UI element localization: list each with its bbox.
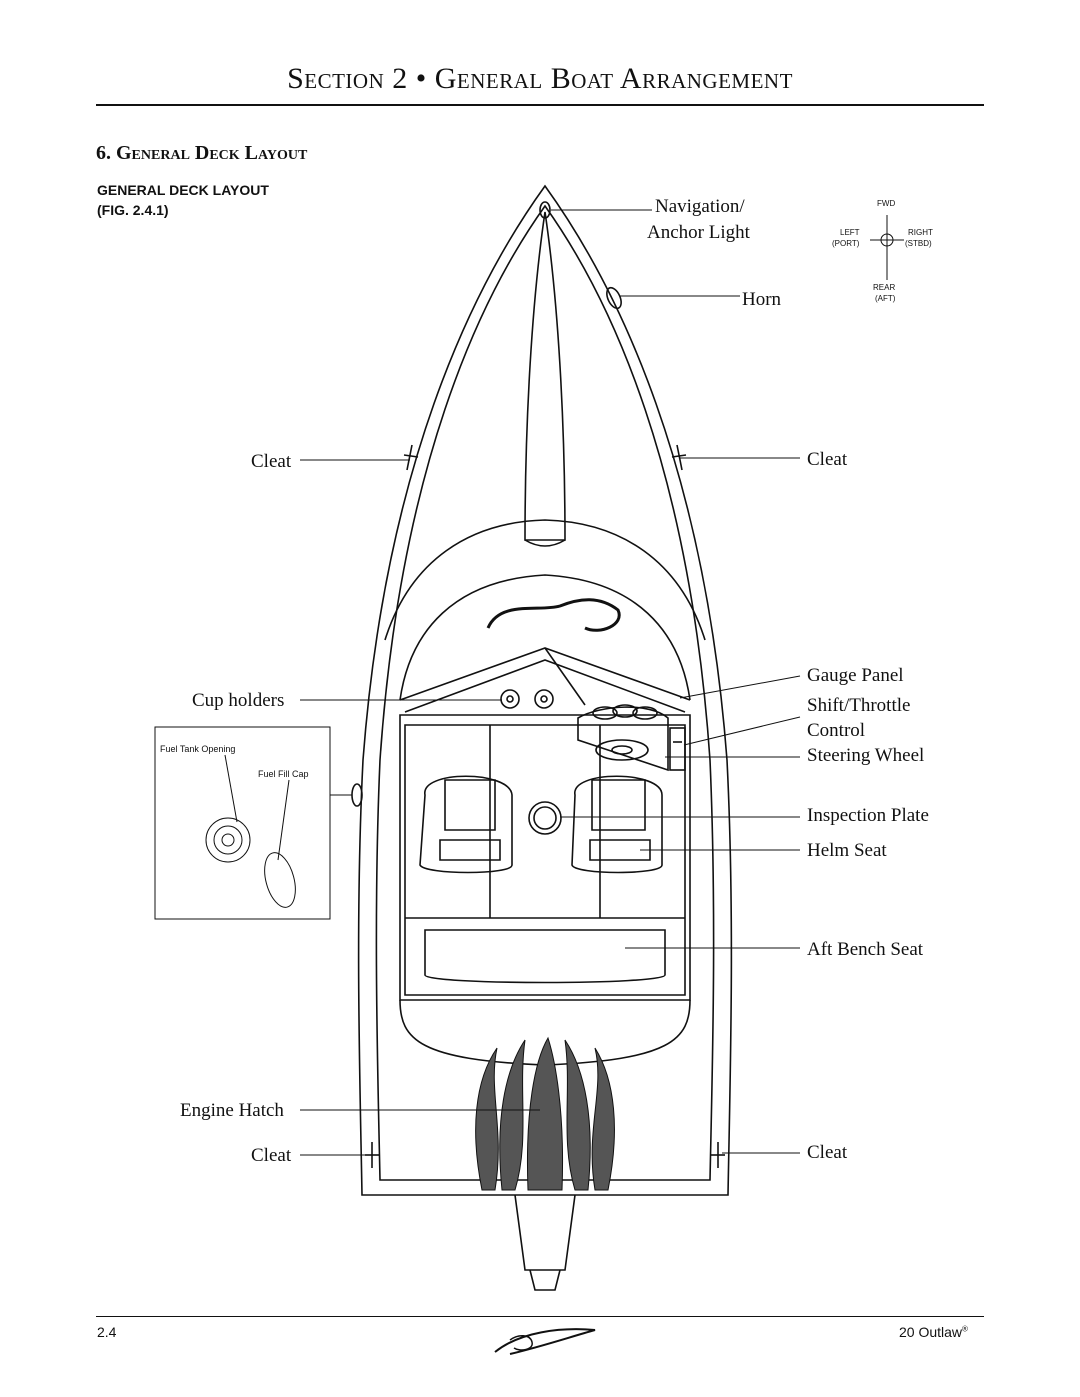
compass-rose [870, 215, 904, 280]
outdrive [514, 1194, 576, 1271]
registered-mark: ® [962, 1324, 968, 1334]
figure-label: GENERAL DECK LAYOUT (FIG. 2.4.1) [97, 180, 269, 220]
label-control: Control [807, 720, 866, 741]
figure-label-line1: GENERAL DECK LAYOUT [97, 182, 269, 198]
label-helm-seat: Helm Seat [807, 840, 887, 861]
compass-fwd: FWD [877, 199, 896, 208]
label-cup-holders: Cup holders [192, 690, 285, 711]
cleat-fwd-stbd [676, 444, 683, 471]
compass-stbd: (STBD) [905, 239, 932, 248]
label-cleat-aft-port: Cleat [251, 1145, 292, 1166]
bow-cockpit [384, 519, 706, 641]
label-horn: Horn [742, 289, 782, 310]
nav-light [539, 201, 551, 219]
label-navigation: Navigation/ [655, 196, 745, 217]
cup-holder-1 [500, 689, 520, 709]
aft-bench [424, 929, 666, 984]
baja-logo [494, 1328, 596, 1355]
fuel-fill [351, 783, 363, 807]
shift-throttle [669, 727, 686, 771]
label-cleat-aft-stbd: Cleat [807, 1142, 848, 1163]
label-cleat-fwd-port: Cleat [251, 451, 292, 472]
compass-rear: REAR [873, 283, 896, 292]
cockpit [399, 714, 691, 1001]
label-fuel-tank-opening: Fuel Tank Opening [160, 744, 236, 754]
subsection-title: 6. General Deck Layout [96, 142, 308, 164]
model-name: 20 Outlaw [899, 1324, 963, 1340]
label-inspection-plate: Inspection Plate [807, 805, 929, 826]
steering-wheel [595, 739, 649, 761]
figure-label-line2: (FIG. 2.4.1) [97, 202, 169, 218]
cleat-fwd-port [406, 444, 413, 471]
footer-rule [96, 1316, 984, 1317]
label-engine-hatch: Engine Hatch [180, 1100, 284, 1121]
label-cleat-fwd-stbd: Cleat [807, 449, 848, 470]
label-aft-bench-seat: Aft Bench Seat [807, 939, 924, 960]
label-shift-throttle: Shift/Throttle [807, 695, 911, 716]
leader-lines [300, 209, 801, 1156]
label-anchor-light: Anchor Light [647, 222, 750, 243]
bow-deck [524, 211, 566, 541]
seat-port [419, 775, 513, 874]
flame-graphic [475, 1036, 615, 1191]
compass-aft: (AFT) [875, 294, 896, 303]
label-fuel-fill-cap: Fuel Fill Cap [258, 769, 309, 779]
fuel-inset [154, 726, 331, 920]
cup-holder-2 [534, 689, 554, 709]
inspection-plate [528, 801, 562, 835]
label-gauge-panel: Gauge Panel [807, 665, 904, 686]
hull-outline [357, 184, 733, 1196]
section-title: Section 2 • General Boat Arrangement [96, 62, 984, 106]
gunwale-inner [375, 204, 715, 1181]
compass-left: LEFT [840, 228, 860, 237]
page-number: 2.4 [97, 1324, 117, 1340]
footer-model: 20 Outlaw® [899, 1324, 968, 1340]
windshield [399, 647, 691, 701]
compass-port: (PORT) [832, 239, 860, 248]
compass-right: RIGHT [908, 228, 933, 237]
seat-helm [571, 775, 663, 874]
outlaw-script [486, 598, 621, 632]
label-steering-wheel: Steering Wheel [807, 745, 925, 766]
horn [606, 286, 622, 310]
